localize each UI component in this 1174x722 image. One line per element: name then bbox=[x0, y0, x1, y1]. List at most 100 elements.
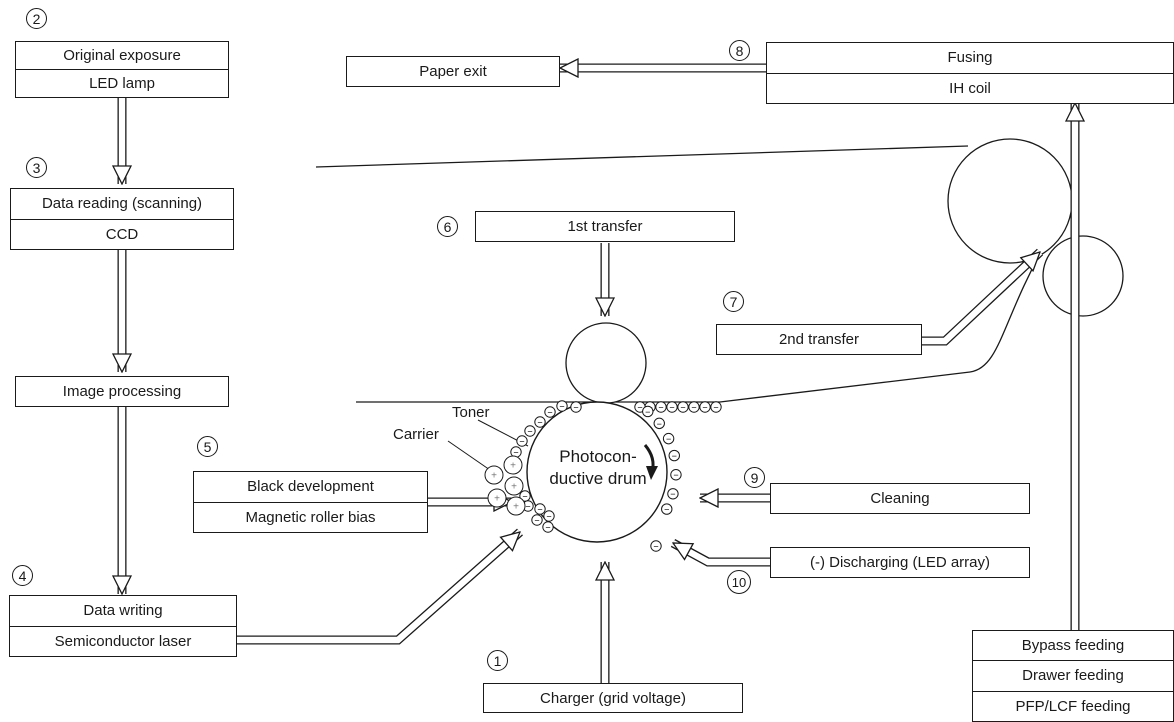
transfer-roller bbox=[1042, 235, 1124, 317]
black-development-box: Black development Magnetic roller bias bbox=[193, 471, 428, 533]
positive-charge-symbol: + bbox=[511, 482, 517, 493]
negative-charge-symbol: − bbox=[527, 426, 532, 436]
charger-box: Charger (grid voltage) bbox=[483, 683, 743, 713]
negative-charge-symbol: − bbox=[672, 451, 677, 461]
step-2-number: 2 bbox=[26, 8, 47, 29]
data-reading-title: Data reading (scanning) bbox=[41, 195, 203, 213]
positive-charge-symbol: + bbox=[491, 471, 497, 482]
positive-charge-symbol: + bbox=[513, 502, 519, 513]
negative-charge-symbol: − bbox=[537, 504, 542, 514]
negative-charge-symbol: − bbox=[547, 407, 552, 417]
toner-particle bbox=[677, 401, 689, 413]
photoconductive-drum bbox=[526, 401, 668, 543]
toner-particle bbox=[516, 435, 528, 447]
drum-label: Photocon- ductive drum bbox=[549, 447, 647, 488]
negative-charge-symbol: − bbox=[657, 419, 662, 429]
step-9-number: 9 bbox=[744, 467, 765, 488]
carrier-leader-line bbox=[447, 440, 491, 471]
toner-particle bbox=[710, 401, 722, 413]
toner-particle bbox=[534, 416, 546, 428]
transfer-belt-path bbox=[356, 244, 1046, 403]
ccd-label: CCD bbox=[11, 218, 233, 250]
negative-charge-symbol: − bbox=[670, 489, 675, 499]
toner-particle bbox=[650, 540, 662, 552]
toner-particle bbox=[688, 401, 700, 413]
paper-exit-box: Paper exit bbox=[346, 56, 560, 87]
carrier-bead bbox=[503, 455, 523, 475]
data-reading-box: Data reading (scanning) CCD bbox=[10, 188, 234, 250]
toner-particle bbox=[666, 401, 678, 413]
second-transfer-box: 2nd transfer bbox=[716, 324, 922, 355]
carrier-label: Carrier bbox=[393, 426, 439, 443]
toner-particle bbox=[542, 521, 554, 533]
toner-particle bbox=[661, 503, 673, 515]
negative-charge-symbol: − bbox=[658, 402, 663, 412]
carrier-bead bbox=[504, 476, 524, 496]
toner-particle bbox=[570, 401, 582, 413]
magnetic-roller-bias-label: Magnetic roller bias bbox=[194, 501, 427, 533]
negative-charge-symbol: − bbox=[691, 402, 696, 412]
negative-charge-symbol: − bbox=[513, 447, 518, 457]
arrow-2nd-transfer bbox=[922, 249, 1043, 345]
first-transfer-roller bbox=[565, 322, 647, 404]
fusing-box: Fusing IH coil bbox=[766, 42, 1174, 104]
toner-particle bbox=[699, 401, 711, 413]
data-writing-box: Data writing Semiconductor laser bbox=[9, 595, 237, 657]
toner-label: Toner bbox=[452, 404, 490, 421]
toner-particle bbox=[531, 514, 543, 526]
negative-charge-symbol: − bbox=[545, 522, 550, 532]
toner-particle bbox=[653, 417, 665, 430]
negative-charge-symbol: − bbox=[637, 402, 642, 412]
rotation-arrow-head bbox=[646, 466, 658, 480]
toner-particle bbox=[543, 510, 555, 522]
discharging-box: (-) Discharging (LED array) bbox=[770, 547, 1030, 578]
arrow-laser-exposure bbox=[237, 529, 523, 644]
drawer-feeding-label: Drawer feeding bbox=[973, 660, 1173, 690]
toner-particle bbox=[655, 401, 667, 413]
negative-charge-symbol: − bbox=[713, 402, 718, 412]
black-development-title: Black development bbox=[247, 478, 374, 496]
toner-particle bbox=[667, 488, 679, 500]
toner-particle bbox=[642, 405, 654, 418]
bypass-feeding-label: Bypass feeding bbox=[1021, 637, 1125, 655]
feeding-box: Bypass feeding Drawer feeding PFP/LCF fe… bbox=[972, 630, 1174, 722]
negative-charge-symbol: − bbox=[546, 511, 551, 521]
negative-charge-symbol: − bbox=[534, 515, 539, 525]
semiconductor-laser-label: Semiconductor laser bbox=[10, 625, 236, 657]
positive-charge-symbol: + bbox=[510, 461, 516, 472]
carrier-bead bbox=[506, 496, 526, 516]
data-writing-title: Data writing bbox=[83, 602, 163, 620]
negative-charge-symbol: − bbox=[537, 417, 542, 427]
negative-charge-symbol: − bbox=[666, 434, 671, 444]
pfp-lcf-feeding-label: PFP/LCF feeding bbox=[973, 690, 1173, 721]
first-transfer-box: 1st transfer bbox=[475, 211, 735, 242]
carrier-beads: +++++ bbox=[484, 455, 526, 516]
negative-charge-symbol: − bbox=[702, 402, 707, 412]
process-diagram: −−−−−−−−−−−−−−−−−−−−−−−−−−−−− +++++ bbox=[0, 0, 1124, 683]
step-10-number: 10 bbox=[727, 570, 751, 594]
step-5-number: 5 bbox=[197, 436, 218, 457]
toner-particle bbox=[670, 469, 682, 481]
image-processing-box: Image processing bbox=[15, 376, 229, 407]
belt-roller bbox=[947, 138, 1073, 264]
toner-particle bbox=[544, 406, 556, 418]
toner-particle bbox=[662, 432, 675, 445]
negative-charge-symbol: − bbox=[680, 402, 685, 412]
negative-charge-symbol: − bbox=[645, 407, 650, 417]
arrow-discharging bbox=[671, 540, 770, 566]
step-7-number: 7 bbox=[723, 291, 744, 312]
carrier-bead bbox=[484, 465, 504, 485]
toner-particle bbox=[524, 425, 536, 437]
original-exposure-box: Original exposure LED lamp bbox=[15, 41, 229, 98]
fusing-title: Fusing bbox=[947, 49, 993, 67]
negative-charge-symbol: − bbox=[673, 470, 678, 480]
negative-charge-symbol: − bbox=[664, 504, 669, 514]
carrier-bead bbox=[487, 488, 507, 508]
negative-charge-symbol: − bbox=[573, 402, 578, 412]
toner-charges: −−−−−−−−−−−−−−−−−−−−−−−−−−−−− bbox=[510, 400, 722, 552]
negative-charge-symbol: − bbox=[519, 436, 524, 446]
transfer-belt-line bbox=[315, 145, 969, 168]
toner-particle bbox=[668, 449, 680, 462]
step-3-number: 3 bbox=[26, 157, 47, 178]
step-6-number: 6 bbox=[437, 216, 458, 237]
